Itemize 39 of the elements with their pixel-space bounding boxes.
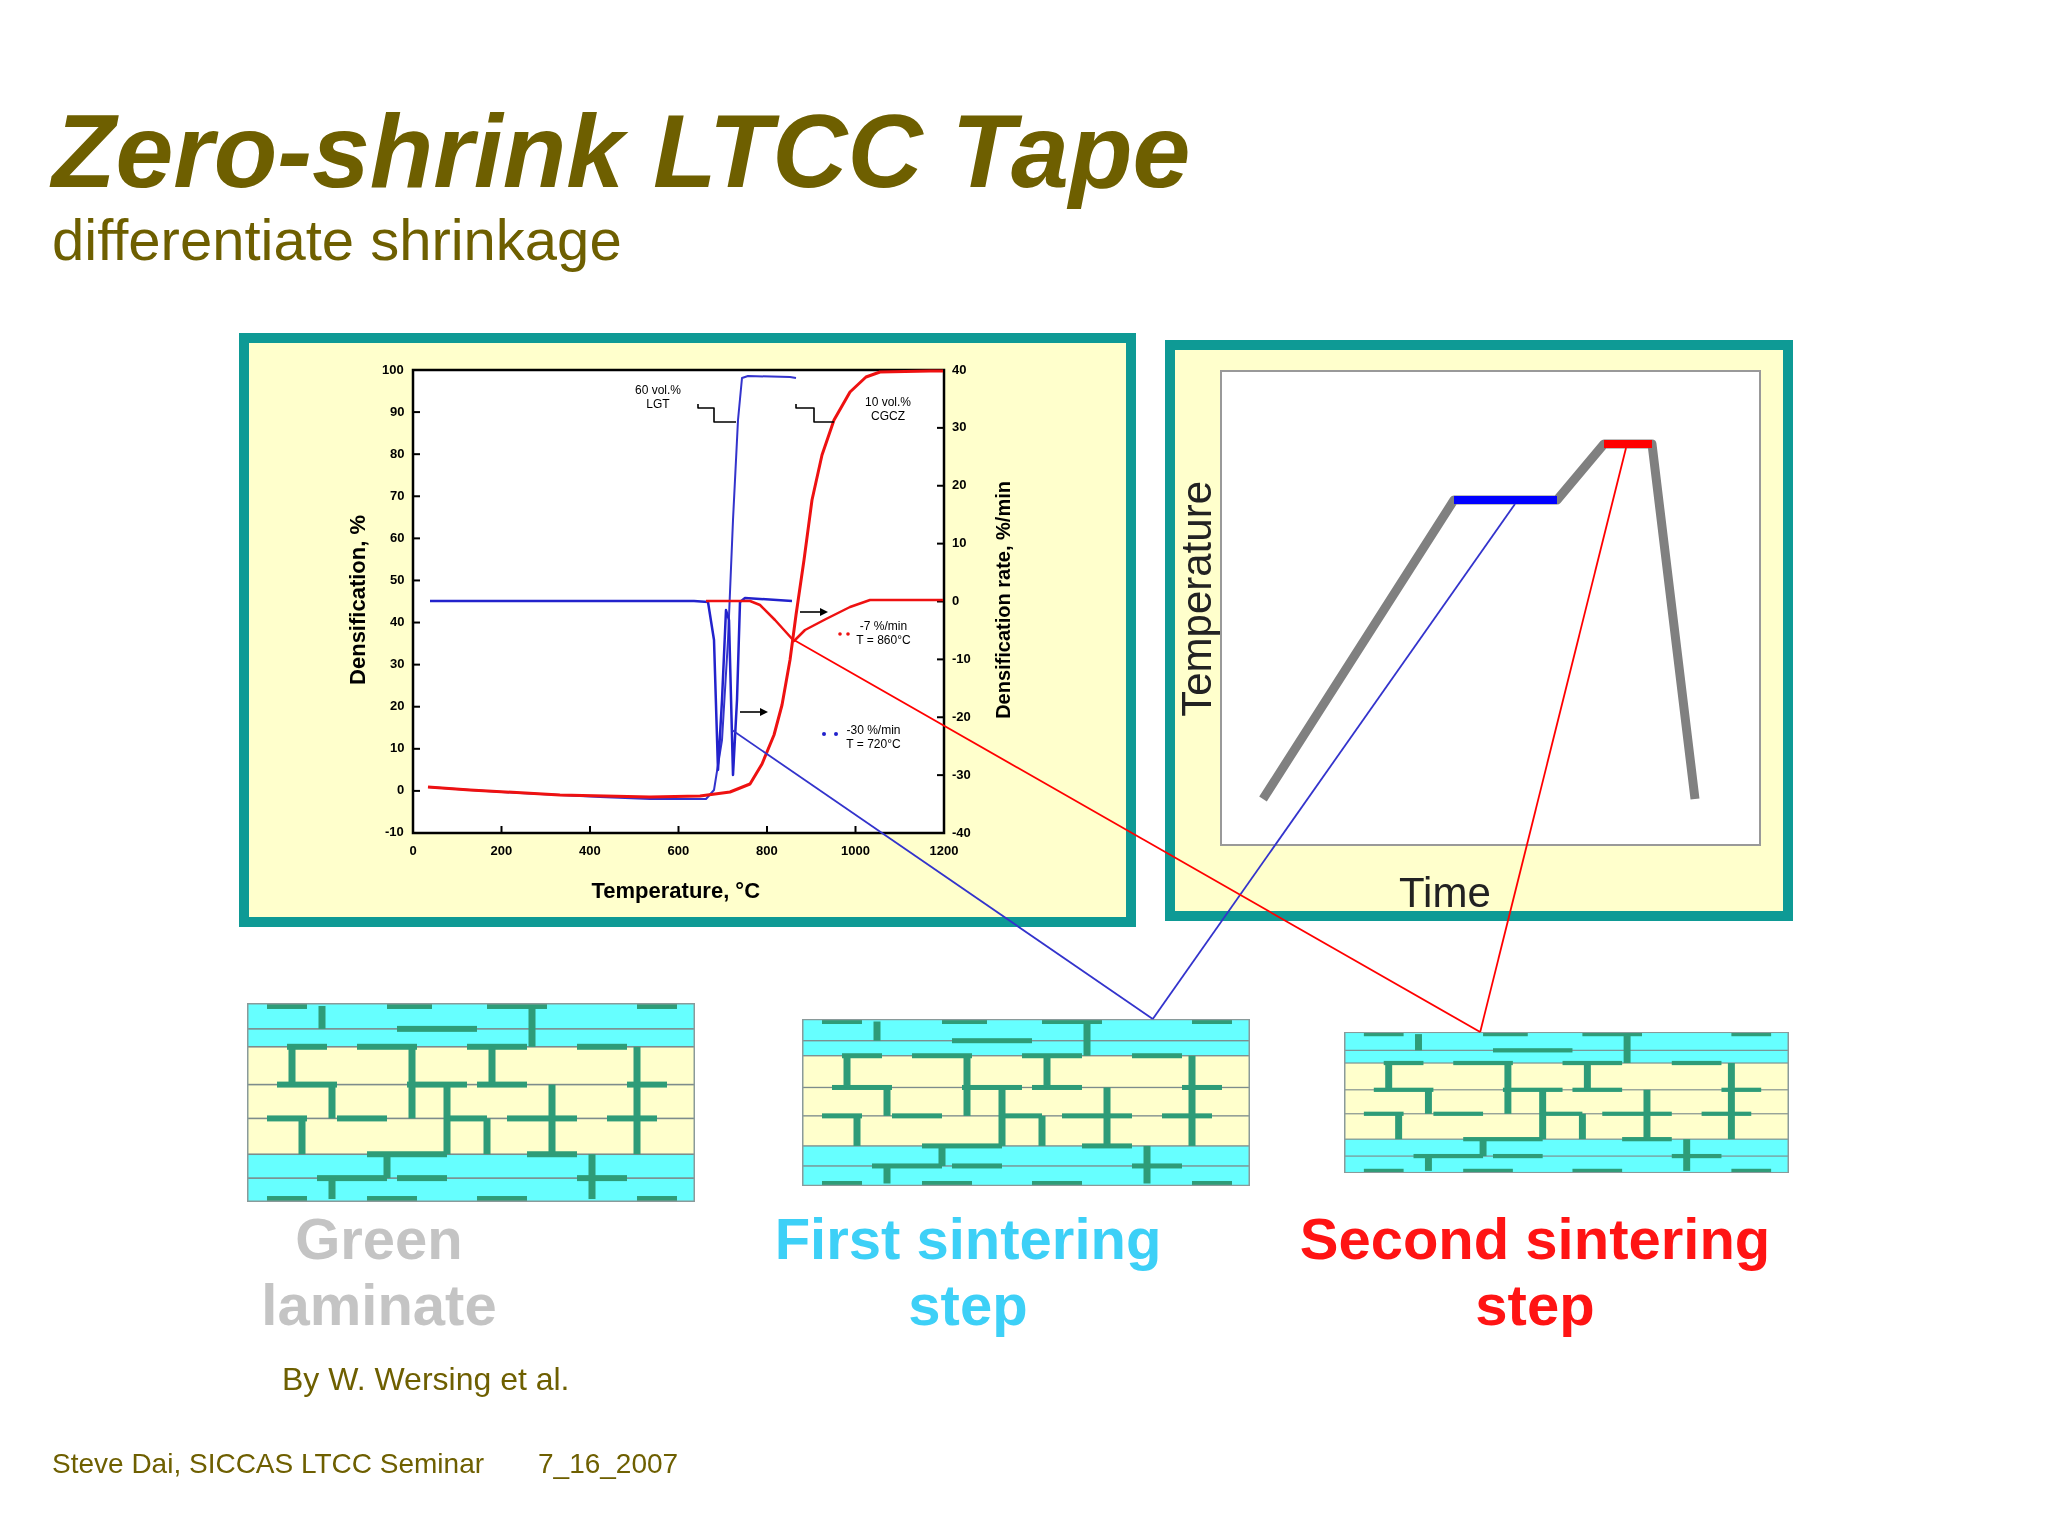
axis-tick-label: -30 [952, 767, 971, 783]
credit-line: By W. Wersing et al. [282, 1361, 570, 1398]
plateau-segment [1454, 496, 1557, 504]
laminate-drawing [802, 1019, 1250, 1186]
axis-tick-label: 20 [952, 478, 967, 494]
axis-title: Time [1399, 869, 1491, 918]
axis-tick-label: 1200 [929, 844, 959, 859]
axis-tick-label: 0 [409, 844, 417, 859]
axis-tick-label: 600 [667, 844, 690, 859]
axis-title: Temperature, °C [591, 877, 761, 903]
footer-text: Steve Dai, SICCAS LTCC Seminar [52, 1448, 485, 1481]
laminate-caption: First sintering step [773, 1206, 1163, 1338]
laminate-caption: Green laminate [260, 1206, 498, 1338]
axis-title: Temperature [1173, 481, 1221, 717]
plateau-segment [1604, 440, 1652, 448]
axis-tick-label: -20 [952, 709, 971, 725]
leader-line [793, 639, 1482, 1033]
subtitle: differentiate shrinkage [52, 207, 622, 274]
laminate-drawing [1344, 1032, 1789, 1173]
axis-tick-label: -10 [385, 825, 404, 841]
axis-tick-label: 40 [952, 362, 967, 378]
leader-line [731, 729, 1154, 1020]
axis-tick-label: -10 [952, 651, 971, 667]
leader-line [1479, 447, 1627, 1033]
laminate-caption: Second sintering step [1298, 1206, 1772, 1338]
axis-tick-label: 10 [952, 536, 967, 552]
laminate-drawing [247, 1003, 695, 1202]
axis-tick-label: 0 [952, 594, 960, 609]
axis-tick-label: 100 [382, 362, 404, 378]
axis-title: Densification, % [344, 515, 370, 685]
axis-tick-label: 400 [579, 844, 601, 859]
axis-tick-label: 1000 [841, 844, 870, 859]
axis-title: Densification rate, %/min [991, 481, 1015, 719]
axis-tick-label: 30 [952, 420, 967, 436]
axis-tick-label: 800 [756, 844, 778, 859]
axis-tick-label: 200 [490, 844, 513, 859]
axis-tick-label: -40 [952, 825, 971, 841]
footer-text: 7_16_2007 [538, 1448, 679, 1481]
leader-line [1151, 503, 1516, 1020]
